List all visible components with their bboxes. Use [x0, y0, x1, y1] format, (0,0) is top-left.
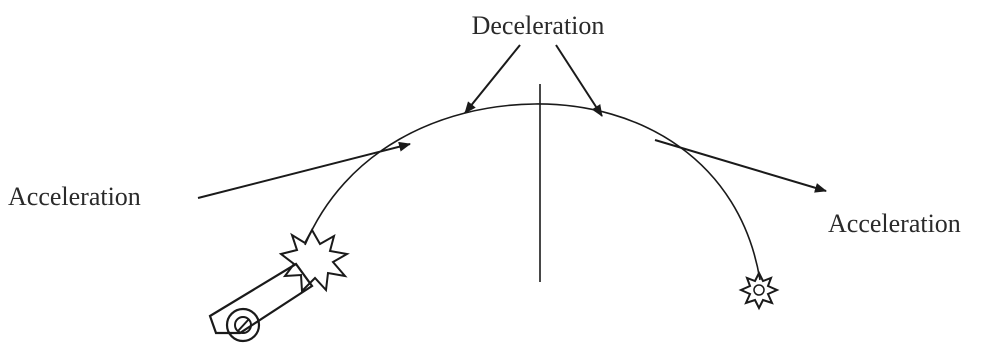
left-acceleration-label: Acceleration [8, 182, 141, 211]
left-acceleration-arrow [197, 141, 411, 199]
deceleration-arrow-left [464, 44, 521, 114]
muzzle-flash-icon [278, 227, 350, 294]
right-acceleration-label: Acceleration [828, 209, 961, 238]
deceleration-label: Deceleration [472, 11, 605, 40]
mortar-launcher-icon [208, 262, 314, 343]
right-acceleration-arrow [654, 139, 827, 193]
trajectory-path [304, 103, 761, 281]
deceleration-arrow-right [555, 44, 603, 117]
impact-burst-icon [738, 270, 780, 311]
